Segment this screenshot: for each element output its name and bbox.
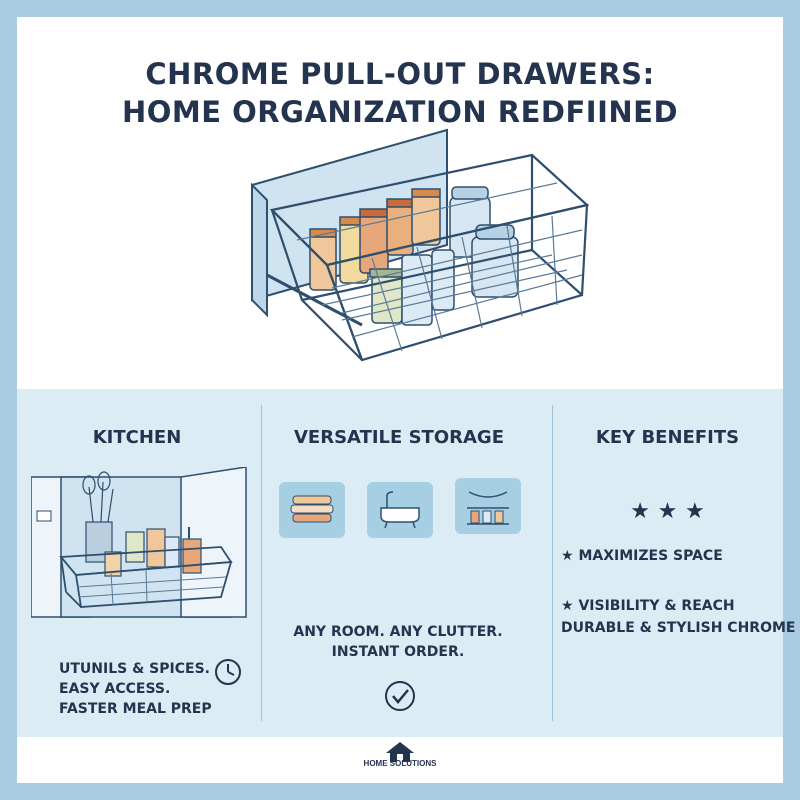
clock-icon <box>215 659 241 685</box>
benefit-item-2: ★ VISIBILITY & REACH <box>561 596 735 616</box>
kitchen-heading: KITCHEN <box>92 427 182 448</box>
star-icon: ★ <box>561 598 574 614</box>
towels-tile <box>279 482 345 538</box>
storage-heading: VERSATILE STORAGE <box>294 427 504 448</box>
kitchen-cabinet-illustration <box>31 467 247 618</box>
infographic-card: CHROME PULL-OUT DRAWERS: HOME ORGANIZATI… <box>17 17 795 783</box>
bathtub-tile <box>367 482 433 538</box>
house-logo-icon <box>386 742 414 762</box>
check-circle-icon <box>385 681 415 711</box>
brand-name: HOME SOLUTIONS <box>363 759 437 768</box>
column-divider-2 <box>552 405 553 721</box>
benefits-heading: KEY BENEFITS <box>595 427 740 448</box>
bathtub-icon <box>380 491 420 529</box>
towels-icon <box>290 495 334 523</box>
benefit-item-2-label: VISIBILITY & REACH <box>578 598 735 614</box>
shoe-rack-icon <box>467 491 509 525</box>
star-icon: ★ <box>561 548 574 564</box>
kitchen-line-1: UTUNILS & SPICES. <box>59 661 210 677</box>
kitchen-line-2: EASY ACCESS. <box>59 681 171 697</box>
pull-out-drawer-illustration <box>251 128 590 362</box>
storage-line-1: ANY ROOM. ANY CLUTTER. <box>293 624 503 640</box>
column-divider-1 <box>261 405 262 721</box>
benefit-item-3: DURABLE & STYLISH CHROME <box>561 620 796 636</box>
footer <box>17 737 783 783</box>
shoe-rack-tile <box>455 478 521 534</box>
title-line-1: CHROME PULL-OUT DRAWERS: <box>145 57 655 91</box>
features-panel: KITCHEN <box>17 389 795 737</box>
storage-line-2: INSTANT ORDER. <box>331 644 465 660</box>
page-title: CHROME PULL-OUT DRAWERS: HOME ORGANIZATI… <box>17 55 783 131</box>
rating-stars: ★ ★ ★ <box>630 499 705 524</box>
kitchen-line-3: FASTER MEAL PREP <box>59 701 212 717</box>
benefit-item-1-label: MAXIMIZES SPACE <box>578 548 723 564</box>
title-line-2: HOME ORGANIZATION REDFIINED <box>121 95 679 129</box>
benefit-item-1: ★ MAXIMIZES SPACE <box>561 546 723 566</box>
